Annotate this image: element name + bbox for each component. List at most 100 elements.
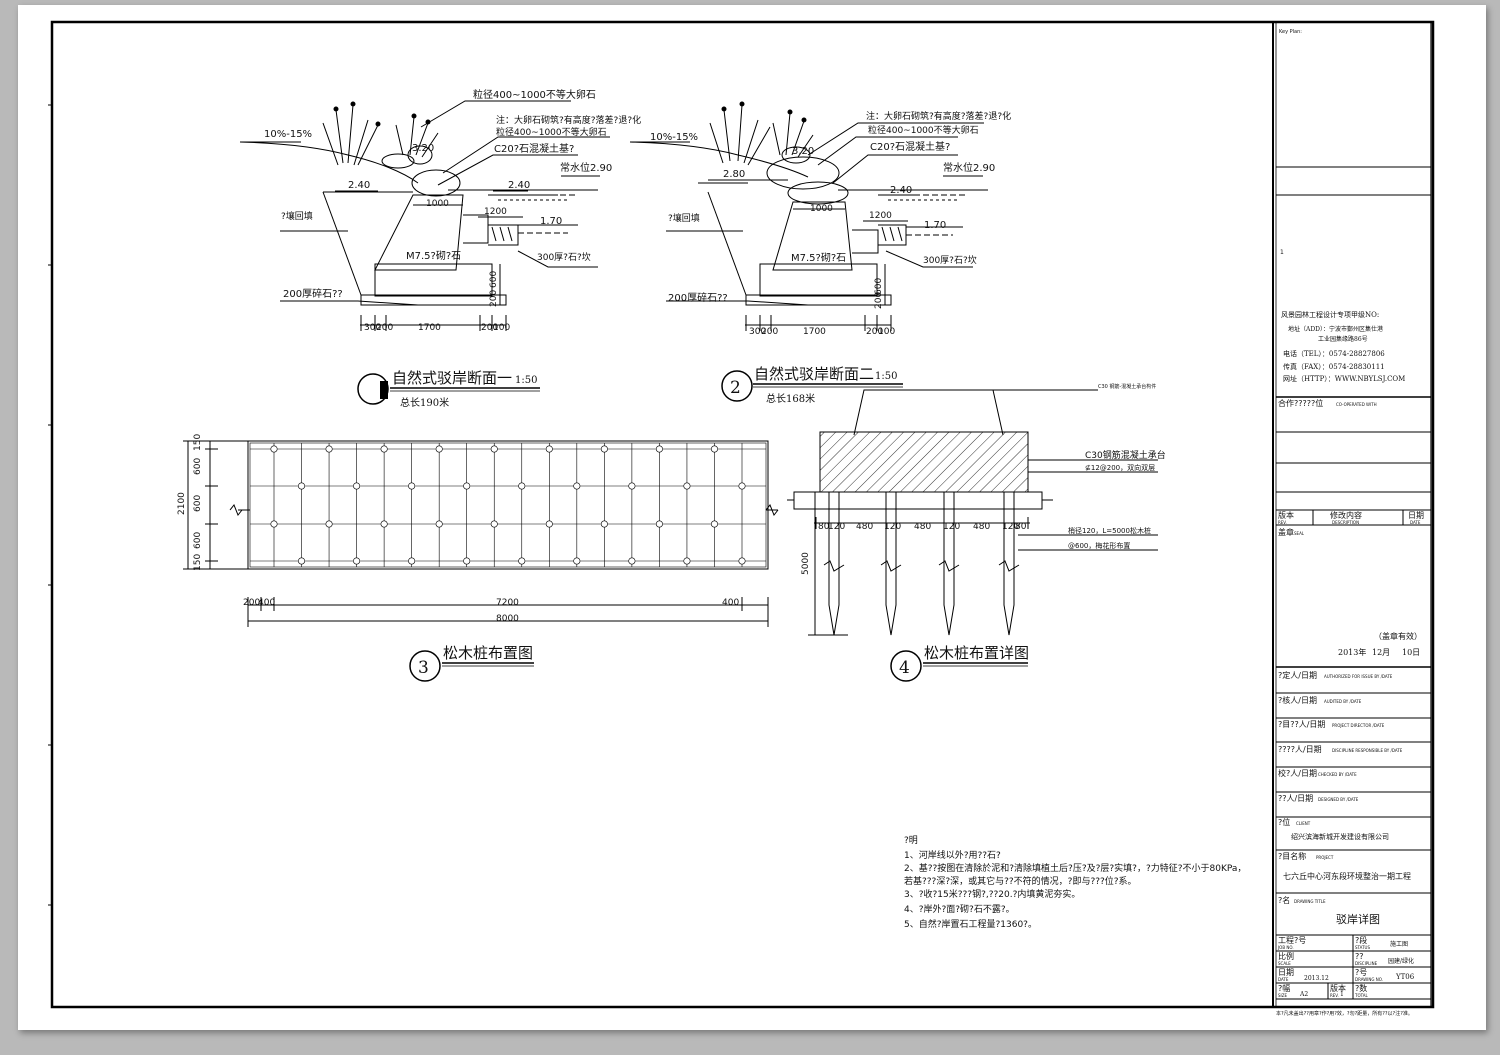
pile-marker	[628, 557, 636, 565]
note-4: 4、?岸外?面?砌?石不露?。	[904, 903, 1015, 915]
section-four-name: 松木桩布置详图	[924, 644, 1029, 662]
row-audited: ?核人/日期	[1278, 695, 1317, 705]
dim-v-150-top: 150	[193, 434, 203, 451]
total-label: ?数	[1355, 983, 1367, 993]
pile-marker	[298, 557, 306, 565]
project-label-en: PROJECT	[1316, 855, 1334, 860]
row-director-en: PROJECT DIRECTOR /DATE	[1332, 723, 1385, 728]
seal-month: 12月	[1372, 648, 1390, 657]
pile-marker	[683, 482, 691, 490]
row-authorized: ?定人/日期	[1278, 670, 1317, 680]
sheet-date-value: 2013.12	[1304, 975, 1329, 982]
scale-label-en: SCALE	[1278, 961, 1291, 966]
project-label: ?目名称	[1278, 851, 1306, 861]
seal-year: 2013年	[1338, 647, 1366, 657]
row-audited-en: AUDITED BY /DATE	[1324, 699, 1362, 704]
sheet-no-label: ?号	[1355, 968, 1367, 977]
dim-h-7200: 7200	[496, 598, 519, 608]
dim-2-200-right: 200	[866, 327, 883, 337]
pile-marker	[518, 482, 526, 490]
label-elev-1: 2.40	[348, 180, 370, 191]
pile-marker	[463, 557, 471, 565]
section-three-number: 3	[418, 658, 429, 678]
pile-marker	[545, 520, 553, 528]
seal-label: 盖章	[1278, 527, 1294, 537]
dim-d-80-right: 80	[1015, 522, 1027, 532]
size-value: A2	[1299, 991, 1308, 998]
note-5: 5、自然?岸置石工程量?1360?。	[904, 918, 1037, 930]
section-two-number: 2	[730, 378, 741, 398]
pile-marker	[380, 520, 388, 528]
notes-heading: ?明	[904, 835, 918, 846]
section-two-title: 2 自然式驳岸断面二 1:50 总长168米	[721, 365, 903, 405]
pile-plan-labels: 150 600 600 600 150 2100 200 400 7200 40…	[177, 434, 739, 624]
dim-h-400-left: 400	[258, 598, 275, 608]
dim-d-480-3: 480	[973, 522, 990, 532]
pile-marker	[380, 445, 388, 453]
section-four-number: 4	[899, 658, 910, 678]
label-slope-2: 10%-15%	[650, 132, 698, 143]
coop-label-en: CO-OPERATED WITH	[1336, 402, 1377, 407]
dim-2-1700: 1700	[803, 327, 826, 337]
pile-marker	[408, 557, 416, 565]
dim-d-120-1: 120	[828, 522, 845, 532]
dim-h-400-right: 400	[722, 598, 739, 608]
disc-label-en: DISCIPLINE	[1355, 961, 1378, 966]
dim-v-600-2: 600	[193, 495, 203, 512]
section-one-title: 自然式驳岸断面一 1:50 总长190米	[357, 369, 540, 409]
pile-marker	[325, 520, 333, 528]
label-note-2: 注：大卵石砌筑?有高度?落差?退?化	[866, 110, 1011, 122]
label-2-1200: 1200	[869, 211, 892, 221]
label-spacing: @600，梅花形布置	[1068, 541, 1130, 550]
dim-2-200: 200	[761, 327, 778, 337]
dim-300: 300	[364, 323, 381, 333]
pile-marker	[655, 520, 663, 528]
project-name: 七六丘中心河东段环境整治一期工程	[1283, 871, 1411, 881]
total-label-en: TOTAL	[1354, 993, 1368, 998]
section-two-length: 总长168米	[766, 392, 815, 405]
desc-label-en: DESCRIPTION	[1332, 520, 1359, 525]
dim-2-300: 300	[749, 327, 766, 337]
section-two-labels: 注：大卵石砌筑?有高度?落差?退?化 粒径400~1000不等大卵石 C20?石…	[650, 110, 1011, 337]
sheet-no-value: YT06	[1395, 973, 1415, 981]
company-address-1: 地址（ADD）：宁波市鄞州区集仕港	[1288, 325, 1383, 333]
section-one-name: 自然式驳岸断面一	[392, 369, 512, 387]
label-fill-2: ?壤回填	[668, 212, 700, 224]
notes: ?明 1、河岸线以外?用??石? 2、基??按图在清除於泥和?清除填植土后?压?…	[904, 835, 1246, 930]
pile-marker	[710, 445, 718, 453]
label-2-1000: 1000	[810, 204, 833, 214]
pile-marker	[353, 557, 361, 565]
dim-d-120-2: 120	[884, 522, 901, 532]
drawing-frame	[50, 20, 1435, 1009]
pile-marker	[518, 557, 526, 565]
drawing-title-label-en: DRAWING TITLE	[1294, 899, 1326, 904]
scale-label: 比例	[1278, 951, 1294, 961]
pile-marker	[270, 520, 278, 528]
company-tel: 电话（TEL）：0574-28827806	[1283, 349, 1385, 358]
pile-detail	[787, 389, 1158, 636]
section-two	[629, 101, 988, 331]
row-authorized-en: AUTHORIZED FOR ISSUE BY /DATE	[1324, 674, 1393, 679]
label-riprap-2: 300厚?石?坎	[923, 254, 977, 266]
note-1: 1、河岸线以外?用??石?	[904, 849, 1001, 861]
pile-marker	[408, 482, 416, 490]
pile-grid	[250, 443, 766, 567]
label-1000: 1000	[426, 199, 449, 209]
version-value: 1	[1340, 991, 1344, 998]
size-label-en: SIZE	[1278, 993, 1287, 998]
dim-200-right: 200	[481, 323, 498, 333]
client-label-en: CLIENT	[1296, 821, 1311, 826]
dim-2-100: 100	[878, 327, 895, 337]
client-name: 绍兴滨海新城开发建设有限公司	[1291, 832, 1389, 841]
status-label: ?段	[1355, 935, 1367, 945]
dim-2-200-vert: 200	[874, 292, 884, 309]
label-c30: C30钢筋混凝土承台	[1085, 449, 1166, 461]
pile-marker	[655, 445, 663, 453]
pile-marker	[600, 520, 608, 528]
label-1200: 1200	[484, 207, 507, 217]
section-one-labels: 粒径400~1000不等大卵石 注：大卵石砌筑?有高度?落差?退?化 粒径400…	[264, 88, 641, 333]
version-label-en: REV.	[1330, 993, 1339, 998]
pile-marker	[463, 482, 471, 490]
label-top-note: C30 钢筋-混凝土承台构件	[1098, 383, 1156, 390]
pile-marker	[683, 557, 691, 565]
